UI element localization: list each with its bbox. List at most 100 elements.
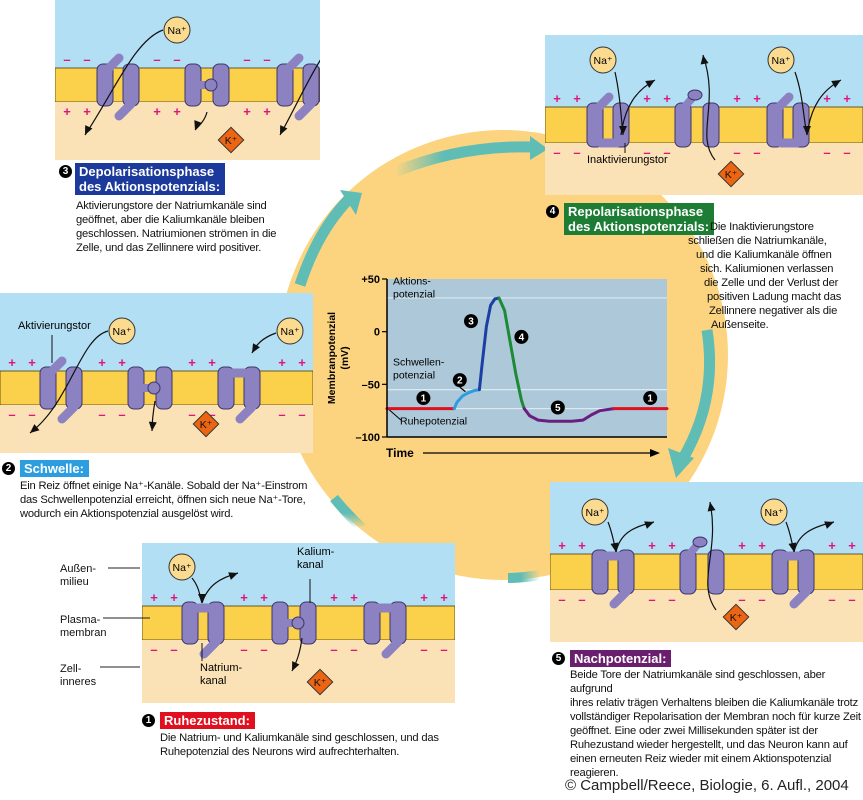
plus-charge: +	[753, 91, 761, 106]
plus-charge: +	[243, 104, 251, 119]
reference-label-line: Ruhepotenzial	[400, 415, 467, 427]
phase-1-description: Die Natrium- und Kaliumkanäle sind gesch…	[160, 731, 439, 759]
minus-charge: –	[188, 407, 195, 422]
minus-charge: –	[738, 592, 745, 607]
cycle-arrow-3-to-4	[392, 141, 534, 178]
cycle-arrow-4-to-5	[677, 329, 716, 463]
phase-marker-2: 2	[452, 373, 467, 388]
phase-5-badge: 5	[552, 652, 565, 665]
y-tick-label: +50	[361, 274, 380, 286]
sodium-influx-arrow	[29, 330, 109, 434]
potassium-channel-label-line: kanal	[297, 559, 323, 571]
sodium-channel	[586, 92, 630, 148]
phase-marker-3: 3	[464, 314, 478, 329]
plus-charge: +	[263, 104, 271, 119]
cytoplasm	[0, 405, 313, 453]
potassium-channel-subunit	[127, 366, 145, 410]
text-line: das Schwellenpotenzial erreicht, öffnen …	[20, 494, 306, 506]
inactivation-gate-open	[235, 402, 257, 424]
text-line: Zellinnere negativer als die	[709, 305, 838, 317]
potassium-channel-subunit	[702, 102, 720, 148]
plus-charge: +	[208, 355, 216, 370]
y-axis-label-line: Membranpotenzial	[326, 312, 338, 404]
flow-arrow-line	[279, 59, 320, 136]
plus-charge: +	[843, 91, 851, 106]
minus-charge: –	[643, 145, 650, 160]
sodium-channel-label: Natrium-kanal	[200, 662, 243, 687]
plus-charge: +	[558, 538, 566, 553]
phase-1-badge: 1	[142, 714, 155, 727]
phase-4-title: Repolarisationsphase des Aktionspotenzia…	[564, 203, 715, 235]
cycle-arrow-3-to-4-head	[530, 136, 548, 160]
phase-5-description: Beide Tore der Natriumkanäle sind geschl…	[570, 668, 863, 780]
sodium-arrow	[615, 521, 655, 553]
activation-gate-label-line: Aktivierungstor	[18, 320, 91, 332]
plus-charge: +	[188, 355, 196, 370]
sodium-ion-circle	[767, 46, 795, 74]
activation-gate-label: Aktivierungstor	[18, 320, 91, 332]
text-line: geöffnet. Eine oder zwei Millisekunden s…	[570, 725, 818, 737]
phase-3-title-line: Depolarisationsphase	[79, 164, 215, 179]
potassium-ion-label: K⁺	[730, 612, 743, 624]
minus-charge: –	[663, 145, 670, 160]
flow-arrow-line	[702, 54, 716, 161]
sodium-ion-label: Na⁺	[772, 55, 791, 67]
minus-charge: –	[733, 145, 740, 160]
phase-marker-5: 5	[550, 400, 565, 415]
sodium-channel-subunit	[612, 102, 630, 148]
cycle-arrow-2-to-3	[294, 194, 354, 287]
cycle-arrow-4-to-5-head	[668, 448, 694, 478]
cytoplasm	[550, 590, 863, 642]
potassium-ion: K⁺	[306, 668, 334, 696]
plus-charge: +	[63, 104, 71, 119]
phase-3-title: Depolarisationsphase des Aktionspotenzia…	[75, 163, 226, 195]
plus-charge: +	[173, 104, 181, 119]
sodium-channel	[591, 549, 635, 609]
threshold-pointer	[459, 386, 466, 393]
phase-5-title: Nachpotenzial:	[570, 650, 672, 667]
phase-marker-1: 1	[643, 391, 658, 406]
sodium-ion: Na⁺	[163, 16, 191, 44]
x-axis-label: Time	[386, 446, 414, 460]
activation-gate-open	[102, 53, 124, 75]
y-tick-label: 0	[374, 327, 380, 339]
potassium-ion-label: K⁺	[225, 135, 238, 147]
activation-gate-open	[45, 356, 67, 378]
minus-charge: –	[208, 407, 215, 422]
flow-arrow-line	[707, 501, 717, 611]
sodium-channel-subunit	[39, 366, 57, 410]
panel-resting: +–+–+–+–+–+–+–+–Na⁺K⁺Kalium-kanalNatrium…	[142, 543, 455, 703]
reference-label-line: potenzial	[393, 288, 435, 300]
minus-charge: –	[260, 642, 267, 657]
minus-charge: –	[668, 592, 675, 607]
sodium-channel-subunit	[586, 102, 604, 148]
text-line: sich. Kaliumionen verlassen	[700, 263, 834, 275]
minus-charge: –	[63, 52, 70, 67]
text-line: Die Natrium- und Kaliumkanäle sind gesch…	[160, 732, 439, 744]
plus-charge: +	[573, 91, 581, 106]
plus-charge: +	[98, 355, 106, 370]
inactivation-gate-open	[199, 637, 221, 659]
flow-arrow-head	[85, 125, 93, 135]
phase-marker-label: 3	[468, 317, 474, 328]
sodium-ion: Na⁺	[767, 46, 795, 74]
phase-4-description: Die Inaktivierungstore schließen die Nat…	[688, 220, 841, 332]
action-potential-chart: Aktions-potenzialSchwellen-potenzialRuhe…	[326, 274, 669, 460]
activation-gate-open	[282, 53, 304, 75]
flow-arrow-head	[148, 421, 157, 431]
sodium-ion: Na⁺	[168, 553, 196, 581]
minus-charge: –	[420, 642, 427, 657]
minus-charge: –	[118, 407, 125, 422]
panel-afterpotential: +–+–+–+–+–+–+–+–Na⁺Na⁺K⁺	[550, 482, 863, 642]
potassium-gate-knob	[692, 536, 708, 548]
reference-label-line: potenzial	[393, 369, 435, 381]
panel-depolarization: –+–+–+–+–+–+Na⁺Na⁺K⁺	[55, 0, 320, 160]
potassium-ion-label: K⁺	[725, 169, 738, 181]
minus-charge: –	[150, 642, 157, 657]
plus-charge: +	[298, 355, 306, 370]
plus-charge: +	[553, 91, 561, 106]
flow-arrow-head	[194, 120, 202, 130]
sodium-arrow	[201, 572, 239, 604]
minus-charge: –	[573, 145, 580, 160]
phase-marker-label: 1	[421, 394, 427, 405]
